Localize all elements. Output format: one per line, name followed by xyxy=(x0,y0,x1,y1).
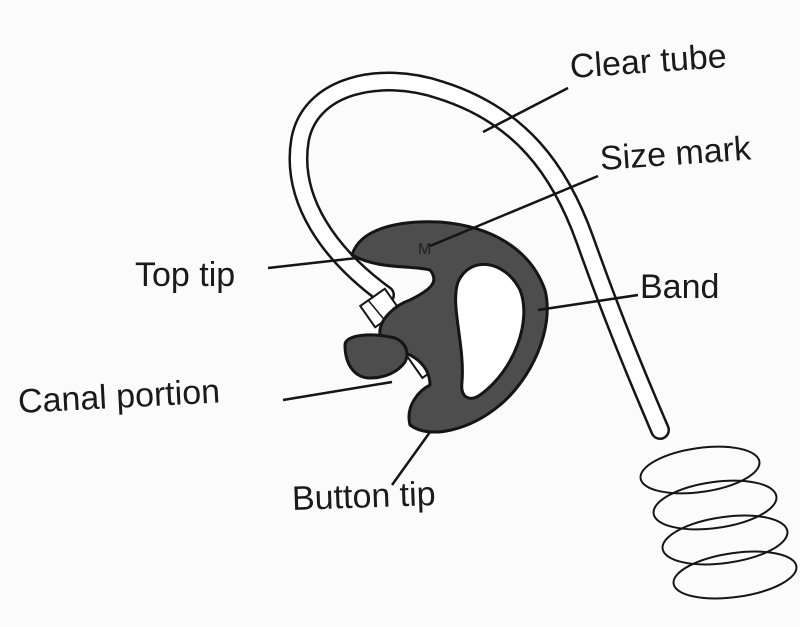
leader-canal xyxy=(282,380,393,402)
earpiece-body: M xyxy=(343,220,549,434)
leader-lines xyxy=(267,86,639,486)
leader-band xyxy=(537,293,639,312)
label-button-tip: Button tip xyxy=(291,474,437,518)
leader-clear-tube xyxy=(482,86,569,134)
leader-size-mark xyxy=(429,174,599,248)
label-top-tip: Top tip xyxy=(135,256,236,294)
size-mark-glyph: M xyxy=(418,241,431,258)
leader-top-tip xyxy=(267,256,358,270)
leader-button-tip xyxy=(390,431,432,486)
coiled-tube xyxy=(639,445,798,600)
label-band: Band xyxy=(640,268,720,306)
